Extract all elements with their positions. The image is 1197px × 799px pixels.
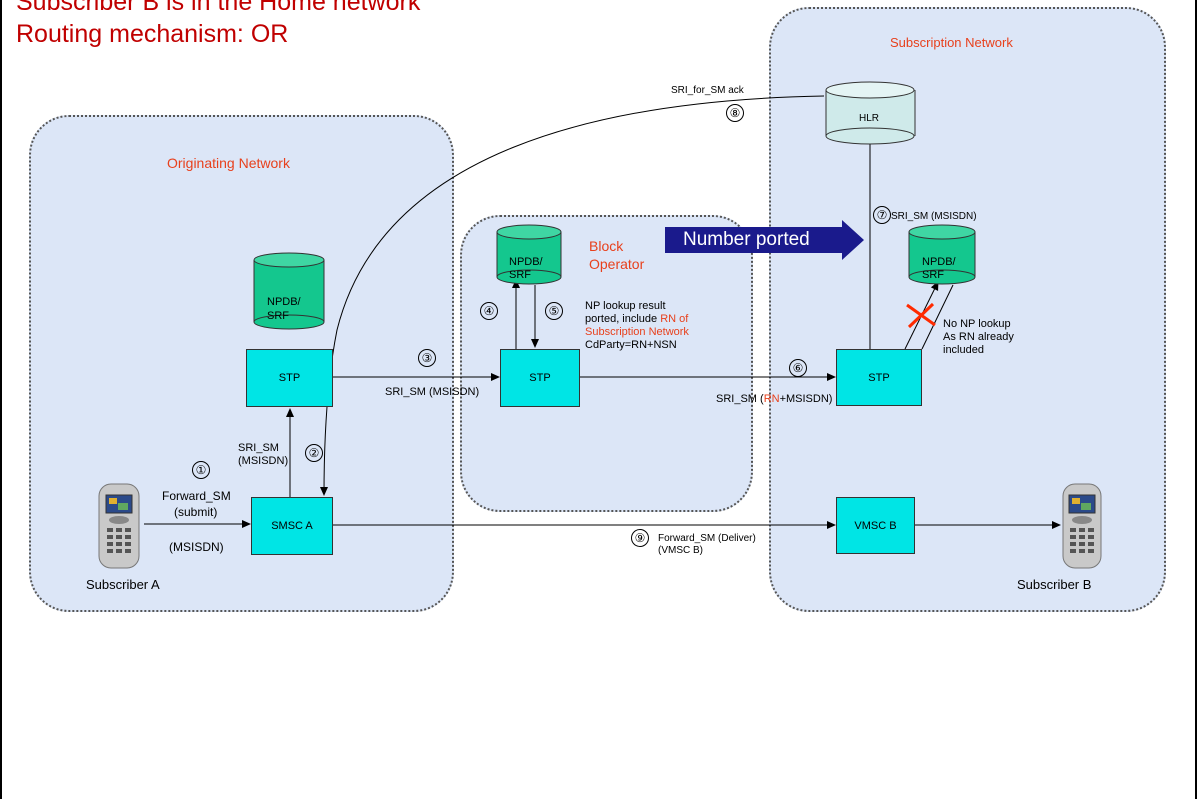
np-result-line-1: NP lookup result (585, 300, 666, 312)
no-np-line-3: included (943, 344, 984, 356)
np-result-line-4: CdParty=RN+NSN (585, 339, 677, 351)
subscription-network-label: Subscription Network (890, 35, 1013, 50)
stp-subscription: STP (836, 349, 922, 406)
sri-sm-label-1: SRI_SM (238, 442, 279, 454)
hlr-cylinder (825, 81, 916, 145)
np-result-line-3: Subscription Network (585, 326, 689, 338)
step-8-marker: ⑧ (726, 104, 744, 122)
step-5-marker: ⑤ (545, 302, 563, 320)
npdb-cylinder-orig (253, 252, 325, 330)
sri-sm-hlr-label: SRI_SM (MSISDN) (891, 211, 977, 222)
step-4-marker: ④ (480, 302, 498, 320)
npdb-sub-label: NPDB/ SRF (922, 256, 956, 281)
number-ported-banner: Number ported (683, 229, 810, 250)
forward-sm-label: Forward_SM (162, 489, 231, 503)
npdb-cylinder-sub (908, 224, 976, 285)
title-line-1: Subscriber B is in the Home network (16, 0, 421, 16)
deliver-line-1: Forward_SM (Deliver) (658, 533, 756, 544)
step-9-marker: ⑨ (631, 529, 649, 547)
phone-a-icon (98, 483, 140, 569)
vmsc-b: VMSC B (836, 497, 915, 554)
sri-sm-rn-suffix: +MSISDN) (779, 393, 833, 405)
subscriber-a-label: Subscriber A (86, 577, 160, 592)
phone-b-icon (1062, 483, 1102, 569)
sri-sm-rn-highlight: RN (763, 393, 780, 405)
block-operator-label: Block Operator (589, 238, 645, 272)
originating-network-label: Originating Network (167, 155, 290, 171)
no-np-line-2: As RN already (943, 331, 1014, 343)
stp-block-operator: STP (500, 349, 580, 407)
step-2-marker: ② (305, 444, 323, 462)
np-result-line-2: ported, include RN of (585, 313, 688, 326)
sri-sm-rn-label: SRI_SM (RN+MSISDN) (716, 393, 832, 406)
hlr-label: HLR (859, 113, 880, 124)
step-1-marker: ① (192, 461, 210, 479)
no-np-line-1: No NP lookup (943, 318, 1011, 330)
deliver-line-2: (VMSC B) (658, 545, 703, 556)
npdb-cylinder-block (496, 224, 562, 285)
npdb-block-label: NPDB/ SRF (509, 256, 543, 281)
step-7-marker: ⑦ (873, 206, 891, 224)
sri-sm-block-label: SRI_SM (MSISDN) (385, 386, 480, 398)
step-3-marker: ③ (418, 349, 436, 367)
subscriber-b-label: Subscriber B (1017, 577, 1092, 592)
sri-ack-label: SRI_for_SM ack (671, 85, 744, 96)
smsc-a: SMSC A (251, 497, 333, 555)
sri-sm-label-2: (MSISDN) (238, 455, 289, 467)
msisdn-a-label: (MSISDN) (169, 540, 224, 554)
title-line-2: Routing mechanism: OR (16, 20, 289, 48)
submit-label: (submit) (174, 505, 218, 519)
np-result-text: ported, include (585, 313, 661, 325)
step-6-marker: ⑥ (789, 359, 807, 377)
stp-originating: STP (246, 349, 333, 407)
npdb-orig-label: NPDB/ SRF (267, 296, 301, 322)
np-result-rn: RN of (660, 313, 689, 325)
sri-sm-rn-prefix: SRI_SM ( (716, 393, 764, 405)
